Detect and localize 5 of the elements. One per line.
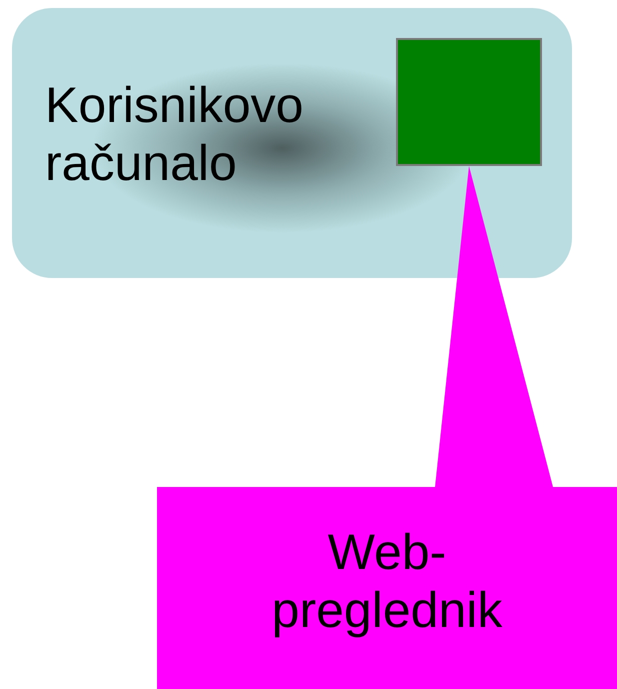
node-label: Web-preglednik [270,523,504,639]
rounded-box [12,8,572,278]
node-label: Korisnikovo računalo [45,76,304,192]
square [396,38,542,166]
callout-pointer [435,166,553,487]
